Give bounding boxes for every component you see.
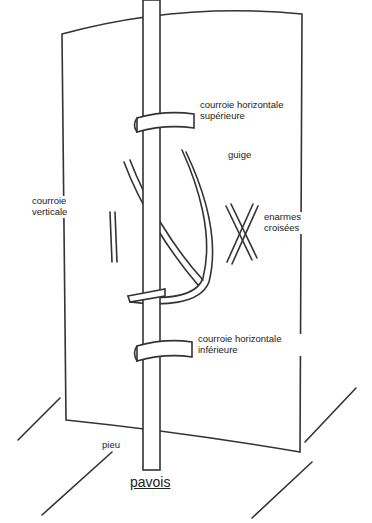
upper-strap xyxy=(137,113,194,132)
pole xyxy=(143,0,160,470)
figure-caption: pavois xyxy=(128,474,172,490)
ground-line xyxy=(42,452,112,515)
ground-line xyxy=(18,398,60,440)
lower-strap xyxy=(137,341,192,361)
guige-strap xyxy=(130,160,203,280)
strap-label: courroie verticale xyxy=(30,196,92,218)
part-label: pieu xyxy=(100,440,122,451)
strap-label: guige xyxy=(226,150,253,161)
enarme-strap xyxy=(227,204,253,262)
guige-strap xyxy=(128,289,165,302)
upper-strap xyxy=(135,118,138,132)
ground-line xyxy=(305,388,356,442)
strap-label: courroie horizontale inférieure xyxy=(196,334,306,356)
vertical-strap xyxy=(115,212,117,262)
enarme-strap xyxy=(231,204,257,258)
ground-line xyxy=(252,462,312,518)
lower-strap xyxy=(135,346,138,361)
strap-label: enarmes croisées xyxy=(262,212,326,234)
vertical-strap xyxy=(110,212,112,262)
strap-label: courroie horizontale supérieure xyxy=(198,100,294,122)
enarme-strap xyxy=(232,206,258,264)
